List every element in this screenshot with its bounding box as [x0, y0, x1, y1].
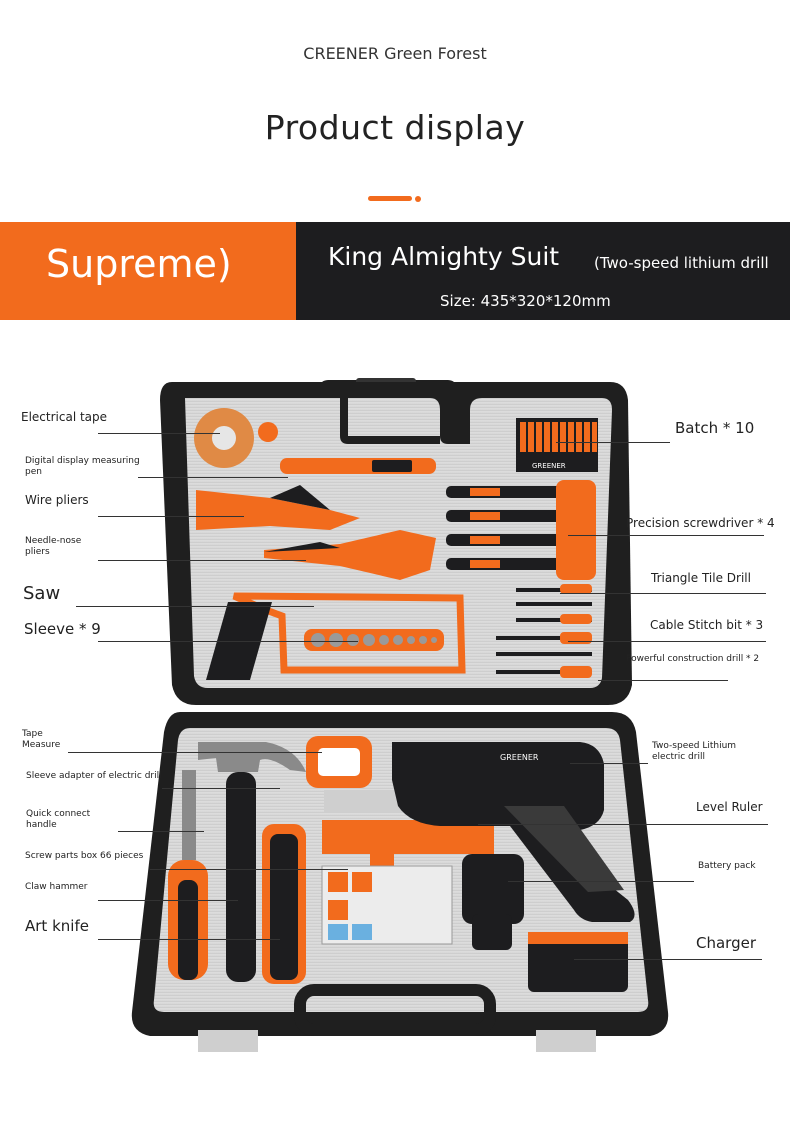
bit-case-brand-text: GREENER	[532, 462, 566, 470]
label-charger: Charger	[696, 934, 756, 952]
suit-banner: Supreme) King Almighty Suit (Two-speed l…	[0, 222, 790, 320]
toolbox-illustration: GREENER	[131, 378, 669, 1052]
suit-info-panel: King Almighty Suit (Two-speed lithium dr…	[296, 222, 790, 320]
toolbox-product-image: GREENER	[0, 340, 790, 1120]
case-lid: GREENER	[160, 378, 632, 705]
label-claw-hammer: Claw hammer	[25, 882, 88, 892]
leader-line	[68, 752, 322, 753]
leader-line	[568, 535, 764, 536]
leader-line	[98, 560, 306, 561]
leader-line	[568, 641, 766, 642]
label-needle-nose-pliers: Needle-nose pliers	[25, 536, 82, 557]
leader-line	[118, 831, 204, 832]
leader-line	[598, 680, 728, 681]
leader-line	[98, 516, 244, 517]
leader-line	[570, 763, 648, 764]
case-base: GREENER	[131, 712, 669, 1052]
label-measuring-pen: Digital display measuring pen	[25, 456, 140, 477]
suit-subtitle: (Two-speed lithium drill	[594, 254, 769, 272]
leader-line	[98, 900, 238, 901]
leader-line	[138, 477, 288, 478]
suit-size: Size: 435*320*120mm	[440, 292, 611, 310]
leader-line	[98, 939, 280, 940]
title-divider	[368, 196, 412, 201]
label-sleeve: Sleeve * 9	[24, 620, 101, 638]
leader-line	[574, 959, 762, 960]
leader-line	[162, 788, 280, 789]
label-saw: Saw	[23, 583, 61, 604]
label-lithium-drill: Two-speed Lithium electric drill	[652, 741, 737, 762]
label-wire-pliers: Wire pliers	[25, 493, 89, 507]
leader-line	[508, 881, 694, 882]
leader-line	[76, 606, 314, 607]
label-quick-connect-handle: Quick connect handle	[26, 809, 91, 830]
label-triangle-tile-drill: Triangle Tile Drill	[651, 571, 751, 585]
tier-label: Supreme)	[46, 242, 232, 286]
label-level-ruler: Level Ruler	[696, 800, 763, 814]
page-title: Product display	[264, 108, 526, 147]
label-screw-parts-box: Screw parts box 66 pieces	[25, 851, 144, 861]
label-batch: Batch * 10	[675, 419, 755, 437]
label-tape-measure: Tape Measure	[22, 729, 61, 750]
label-art-knife: Art knife	[25, 917, 89, 935]
leader-line	[150, 869, 348, 870]
leader-line	[478, 824, 768, 825]
tier-panel: Supreme)	[0, 222, 296, 320]
leader-line	[556, 442, 670, 443]
label-cable-stitch-bit: Cable Stitch bit * 3	[650, 618, 764, 632]
suit-title: King Almighty Suit	[328, 242, 560, 271]
leader-line	[560, 593, 766, 594]
title-divider-dot	[415, 196, 421, 202]
label-precision-screwdriver: Precision screwdriver * 4	[626, 516, 775, 530]
leader-line	[98, 433, 220, 434]
label-construction-drill: Powerful construction drill * 2	[626, 654, 760, 664]
brand-name: CREENER Green Forest	[303, 44, 487, 63]
label-battery-pack: Battery pack	[698, 861, 756, 871]
label-sleeve-adapter: Sleeve adapter of electric drill	[26, 771, 162, 781]
leader-line	[98, 641, 358, 642]
label-electrical-tape: Electrical tape	[21, 410, 108, 424]
drill-brand-text: GREENER	[500, 753, 539, 762]
